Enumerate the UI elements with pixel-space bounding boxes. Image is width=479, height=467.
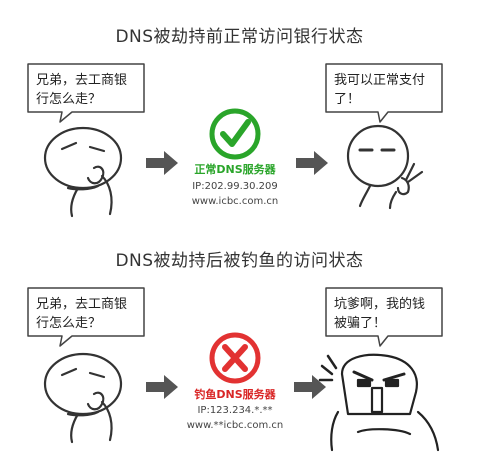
character-head xyxy=(346,124,410,188)
arrow-right-icon xyxy=(146,375,178,399)
reply-line: 我可以正常支付 xyxy=(334,73,426,88)
x-icon xyxy=(209,332,261,384)
user-question-bubble: 兄弟，去工商银 行怎么走？ xyxy=(26,286,146,347)
speech-bubble-shape xyxy=(325,287,443,347)
reply-line: 了！ xyxy=(334,92,361,107)
user-question-bubble: 兄弟，去工商银 行怎么走？ xyxy=(26,62,146,123)
server-label: 钓鱼DNS服务器 xyxy=(194,388,276,401)
reply-bubble: 我可以正常支付 了！ xyxy=(324,62,444,123)
reply-bubble: 坑爹啊，我的钱 被骗了！ xyxy=(324,286,444,347)
character-hand xyxy=(86,391,105,411)
shock-lines-icon xyxy=(318,354,338,382)
scenario-1-title: DNS被劫持前正常访问银行状态 xyxy=(115,27,364,47)
server-ip: IP:123.234.*.** xyxy=(197,405,273,416)
speech-bubble-shape xyxy=(27,63,145,123)
user-character-happy xyxy=(346,124,424,210)
reply-line: 被骗了！ xyxy=(334,316,387,331)
victory-fingers xyxy=(404,162,424,184)
server-domain: www.icbc.com.cn xyxy=(191,196,279,207)
arrow-right-icon xyxy=(296,151,328,175)
user-question-line: 兄弟，去工商银 xyxy=(36,297,128,312)
check-icon xyxy=(209,108,261,160)
user-question-line: 兄弟，去工商银 xyxy=(36,73,128,88)
character-head xyxy=(43,352,123,416)
character-open-mouth xyxy=(370,386,384,414)
character-eyes xyxy=(60,367,106,379)
arrow-right-icon xyxy=(294,375,326,399)
user-character-thinking xyxy=(43,126,123,218)
arrow-right-icon xyxy=(146,151,178,175)
user-character-shocked xyxy=(318,353,440,452)
server-label: 正常DNS服务器 xyxy=(194,163,276,176)
user-question-line: 行怎么走？ xyxy=(36,316,102,331)
reply-line: 坑爹啊，我的钱 xyxy=(334,297,426,312)
speech-bubble-shape xyxy=(27,287,145,347)
user-question-line: 行怎么走？ xyxy=(36,92,102,107)
server-domain: www.**icbc.com.cn xyxy=(186,420,284,431)
character-hand xyxy=(86,165,105,185)
speech-bubble-shape xyxy=(325,63,443,123)
character-head xyxy=(340,353,418,416)
character-head xyxy=(43,126,123,190)
character-eyes xyxy=(60,141,106,153)
server-ip: IP:202.99.30.209 xyxy=(192,181,278,192)
user-character-thinking xyxy=(43,352,123,444)
character-hand xyxy=(396,176,410,196)
scenario-2-title: DNS被劫持后被钓鱼的访问状态 xyxy=(115,251,364,271)
